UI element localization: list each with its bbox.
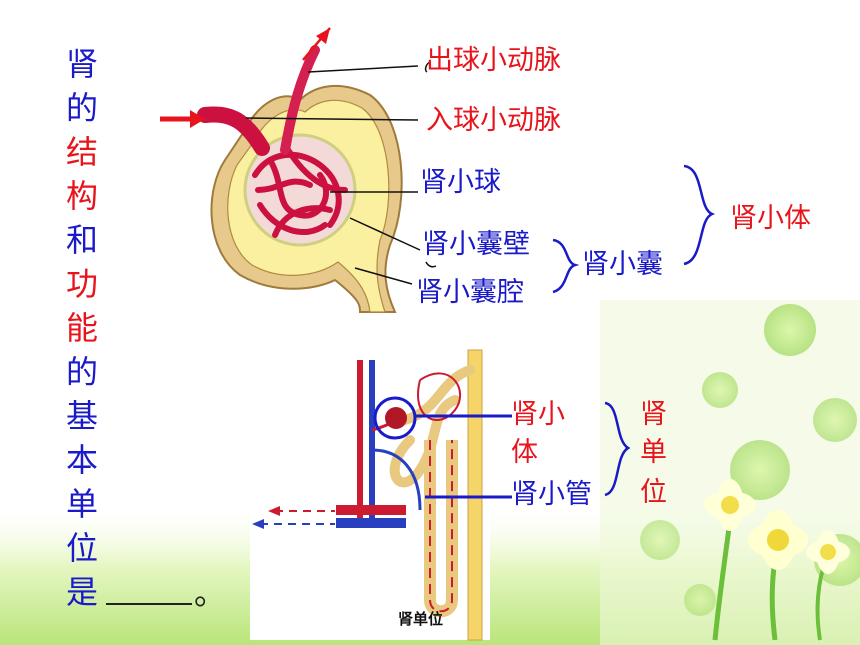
upper-leader-lines bbox=[245, 61, 437, 285]
label-capsule-cavity: 肾小囊腔 bbox=[416, 277, 524, 308]
renal-corpuscle-illustration bbox=[160, 27, 410, 313]
lower-braces bbox=[604, 401, 631, 497]
flower-2 bbox=[748, 510, 808, 570]
label-renal-tubule: 肾小管 bbox=[511, 479, 592, 510]
label-efferent-arteriole: 出球小动脉 bbox=[426, 45, 561, 76]
label-corpuscle-line2: 体 bbox=[511, 437, 538, 468]
nephron-caption: 肾单位 bbox=[398, 610, 444, 628]
label-afferent-arteriole: 入球小动脉 bbox=[426, 105, 561, 136]
title-char: 的 bbox=[66, 89, 99, 127]
title-char: 功 bbox=[66, 265, 99, 303]
title-char: 结 bbox=[66, 133, 99, 171]
answer-blank[interactable] bbox=[106, 577, 192, 605]
flower-3 bbox=[806, 530, 850, 574]
title-char: 位 bbox=[66, 529, 99, 567]
title-char: 构 bbox=[66, 177, 99, 215]
title-char: 是 bbox=[66, 573, 99, 611]
title-char: 能 bbox=[66, 309, 99, 347]
label-glomerulus: 肾小球 bbox=[420, 167, 501, 198]
label-nephron-char3: 位 bbox=[640, 477, 667, 508]
label-nephron-char1: 肾 bbox=[640, 399, 667, 430]
title-period: 。 bbox=[194, 574, 227, 612]
title-char: 的 bbox=[66, 353, 99, 391]
label-nephron-char2: 单 bbox=[640, 437, 667, 468]
flower-1 bbox=[704, 479, 756, 531]
title-char: 本 bbox=[66, 441, 99, 479]
label-renal-corpuscle: 肾小体 bbox=[730, 203, 811, 234]
label-capsule-wall: 肾小囊壁 bbox=[422, 229, 530, 260]
title-char: 单 bbox=[66, 485, 99, 523]
title-char: 和 bbox=[66, 221, 99, 259]
title-char: 基 bbox=[66, 397, 99, 435]
label-corpuscle-line1: 肾小 bbox=[511, 399, 565, 430]
nephron-illustration bbox=[250, 349, 490, 641]
lower-leader-lines bbox=[416, 414, 512, 499]
title-char: 肾 bbox=[66, 45, 99, 83]
upper-braces bbox=[552, 164, 716, 294]
label-capsule: 肾小囊 bbox=[582, 249, 663, 280]
